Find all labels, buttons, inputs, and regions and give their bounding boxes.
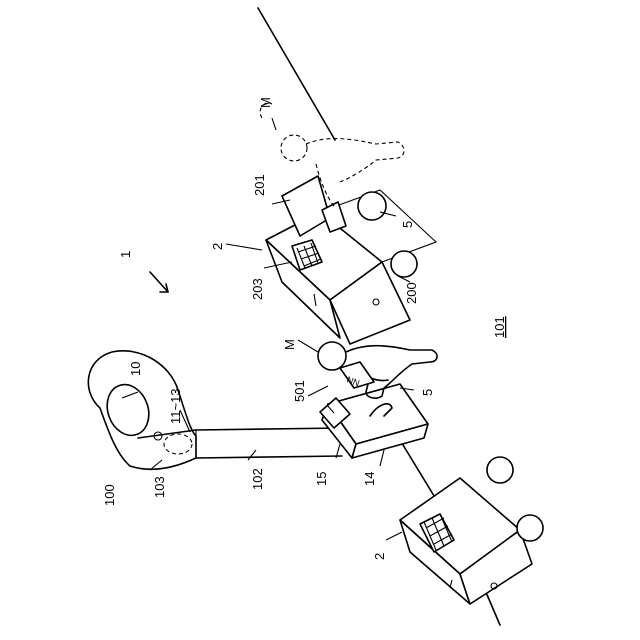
label-package-front: 5 — [420, 389, 435, 396]
label-parcel: 501 — [292, 380, 307, 402]
label-road: 101 — [492, 316, 507, 338]
vehicle-secondary — [400, 457, 543, 604]
label-person-rear: M — [258, 97, 273, 108]
label-door: 201 — [252, 174, 267, 196]
label-pole: 102 — [250, 468, 265, 490]
label-package-rear: 5 — [400, 221, 415, 228]
label-person-front: M — [282, 339, 297, 350]
label-post-assembly: 100 — [102, 484, 117, 506]
label-base: 14 — [362, 472, 377, 486]
label-body: 200 — [404, 282, 419, 304]
label-reader-unit: 10 — [128, 362, 143, 376]
label-arm: 103 — [152, 476, 167, 498]
vehicle-main — [266, 176, 436, 344]
label-vehicle: 2 — [210, 243, 225, 250]
label-sensors: 11~13 — [168, 388, 183, 424]
label-vehicle-rear: 2 — [372, 553, 387, 560]
label-system: 1 — [118, 251, 133, 258]
person-rear — [260, 103, 404, 206]
post-assembly — [88, 351, 342, 469]
label-slot: 15 — [314, 472, 329, 486]
package-front: NN — [340, 362, 374, 388]
label-keypad: 203 — [250, 278, 265, 300]
delivery-box — [320, 384, 428, 458]
